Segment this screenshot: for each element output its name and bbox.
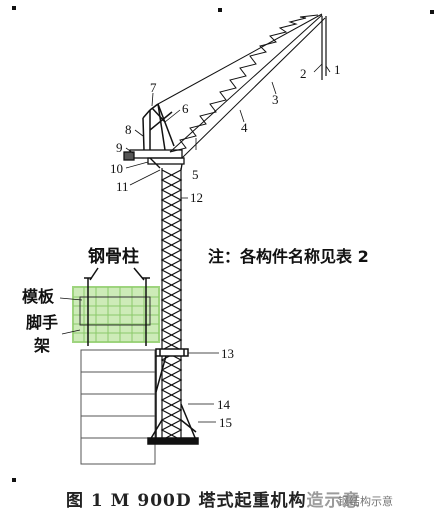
building [80,349,156,465]
scaffold-label-line2: 架 [33,336,50,355]
hoist-ropes [321,16,327,80]
watermark: 钢结构示意 [306,486,446,512]
steel-column-label: 钢骨柱 [88,246,139,267]
label-3: 3 [272,92,279,107]
slewing-platform [123,149,185,171]
label-6: 6 [182,101,189,116]
label-5: 5 [192,167,199,182]
corner-mark-bottom-left [12,478,16,482]
corner-mark-top-left [12,6,16,10]
steel-columns [84,267,150,346]
tower-collar [155,348,189,440]
note-text: 注：各构件名称见表 2 [208,247,369,266]
luffing-jib [169,14,326,159]
label-14: 14 [217,397,231,412]
label-15: 15 [219,415,232,430]
label-4: 4 [241,120,248,135]
label-7: 7 [150,80,157,95]
leader-lines [59,63,331,423]
formwork-label: 模板 [22,287,55,306]
label-2: 2 [300,66,307,81]
corner-mark-top-right [218,8,222,12]
label-10: 10 [110,161,123,176]
luffing-rope [157,13,323,105]
label-8: 8 [125,122,132,137]
label-13: 13 [221,346,234,361]
figure-caption: 图 1 M 900D 塔式起重机构造示意 [66,491,361,511]
scaffold-label-line1: 脚手 [26,313,58,332]
label-12: 12 [190,190,203,205]
label-1: 1 [334,62,341,77]
tower-mast [160,168,183,441]
a-frame [142,103,175,151]
label-9: 9 [116,140,123,155]
corner-mark-right [430,10,434,14]
watermark-text: 钢结构示意 [338,495,393,508]
label-11: 11 [116,179,129,194]
tower-base [147,403,199,445]
